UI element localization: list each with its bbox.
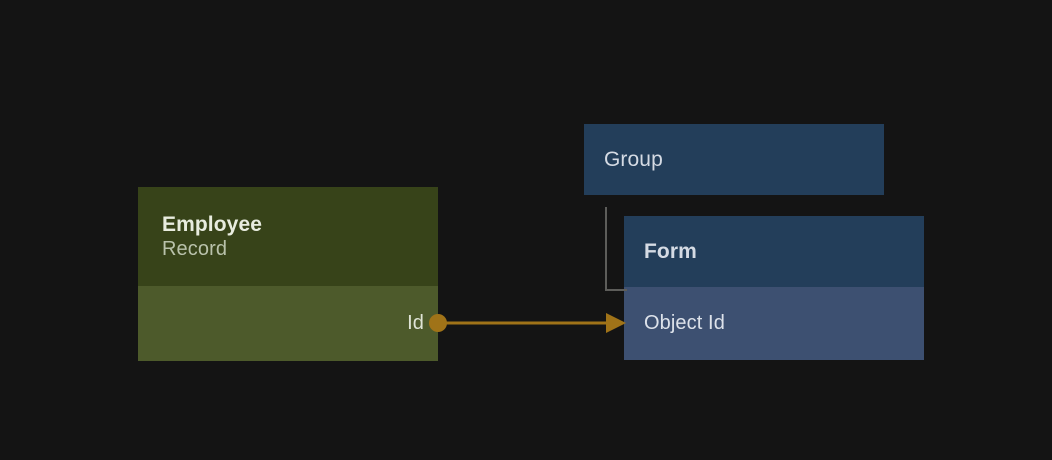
node-employee-title: Employee bbox=[162, 212, 263, 236]
edge-containment-group-to-form bbox=[605, 207, 627, 291]
node-employee-header[interactable]: Employee Record bbox=[138, 187, 438, 286]
relation-source-dot-icon bbox=[429, 314, 447, 332]
node-form-header[interactable]: Form bbox=[624, 216, 924, 287]
node-employee-row-id[interactable]: Id bbox=[138, 286, 438, 361]
node-employee[interactable]: Employee Record Id bbox=[138, 187, 438, 361]
node-form[interactable]: Form Object Id bbox=[624, 216, 924, 360]
relation-arrowhead-icon bbox=[606, 313, 626, 333]
node-group-header[interactable]: Group bbox=[584, 124, 884, 195]
edge-relation-id-to-object-id bbox=[429, 313, 626, 333]
node-form-title: Form bbox=[644, 239, 697, 263]
node-form-row-object-id[interactable]: Object Id bbox=[624, 287, 924, 360]
node-employee-subtitle: Record bbox=[162, 238, 228, 261]
node-employee-row-id-label: Id bbox=[407, 312, 424, 334]
node-group[interactable]: Group bbox=[584, 124, 884, 195]
node-group-title: Group bbox=[604, 147, 663, 171]
node-form-row-object-id-label: Object Id bbox=[644, 312, 725, 334]
